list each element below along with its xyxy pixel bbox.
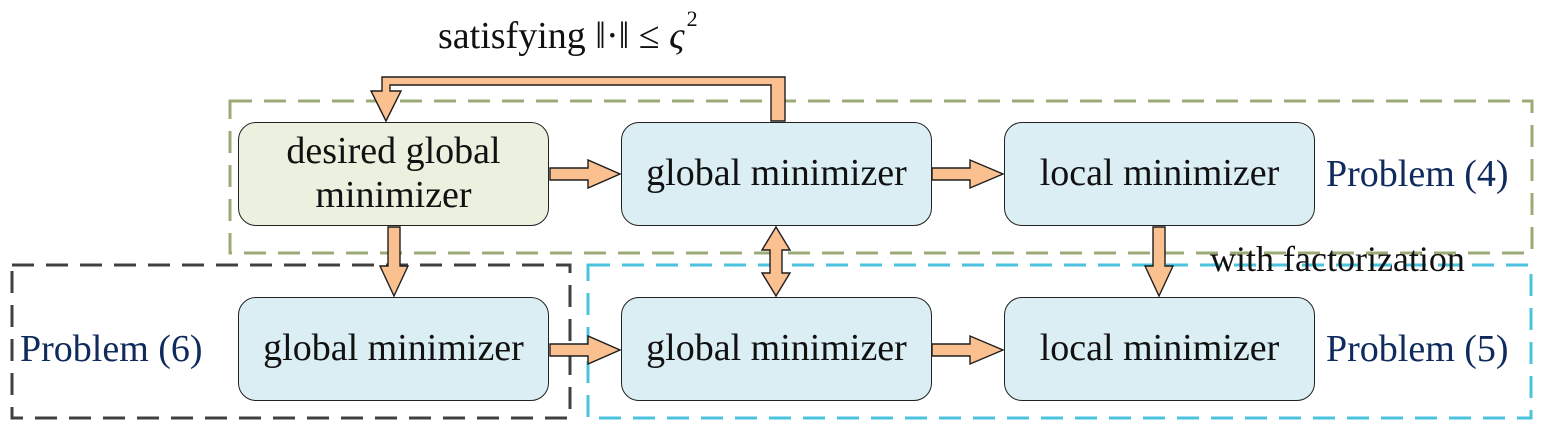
arrow-desired-down	[378, 226, 410, 298]
leq-symbol: ≤	[638, 15, 660, 57]
top-global-minimizer-node[interactable]: global minimizer	[621, 122, 932, 226]
norm-symbol: ‖·‖	[595, 15, 630, 57]
exponent: 2	[686, 6, 698, 31]
feedback-loop-arrow	[369, 76, 786, 123]
problem-6-group-box	[10, 263, 572, 420]
problem-4-group-box	[228, 99, 1534, 255]
condition-prefix: satisfying	[438, 15, 586, 57]
problem-6-label: Problem (6)	[20, 328, 203, 370]
arrow-global-to-local-top	[931, 158, 1005, 190]
desired-node-label: desired global minimizer	[286, 130, 501, 216]
top-local-minimizer-node[interactable]: local minimizer	[1004, 122, 1315, 226]
left-global-minimizer-node[interactable]: global minimizer	[238, 297, 549, 401]
bottom-local-label: local minimizer	[1039, 327, 1280, 370]
condition-label: satisfying ‖·‖ ≤ ς2	[438, 6, 698, 58]
arrow-mid-global-to-local-bottom	[931, 334, 1005, 366]
top-local-label: local minimizer	[1039, 152, 1280, 195]
top-global-label: global minimizer	[646, 152, 907, 195]
problem-4-label: Problem (4)	[1326, 153, 1509, 195]
middle-global-label: global minimizer	[646, 327, 907, 370]
middle-global-minimizer-node[interactable]: global minimizer	[621, 297, 932, 401]
arrow-local-top-down	[1143, 226, 1175, 298]
problem-5-label: Problem (5)	[1326, 328, 1509, 370]
desired-global-minimizer-node[interactable]: desired global minimizer	[238, 122, 549, 226]
arrow-desired-to-global	[549, 158, 622, 190]
varsigma-symbol: ς	[669, 15, 685, 57]
factorization-annotation: with factorization	[1210, 239, 1465, 279]
arrow-global-bidirectional	[760, 225, 792, 298]
arrow-left-global-to-mid-global	[549, 334, 622, 366]
left-global-label: global minimizer	[263, 327, 524, 370]
bottom-local-minimizer-node[interactable]: local minimizer	[1004, 297, 1315, 401]
